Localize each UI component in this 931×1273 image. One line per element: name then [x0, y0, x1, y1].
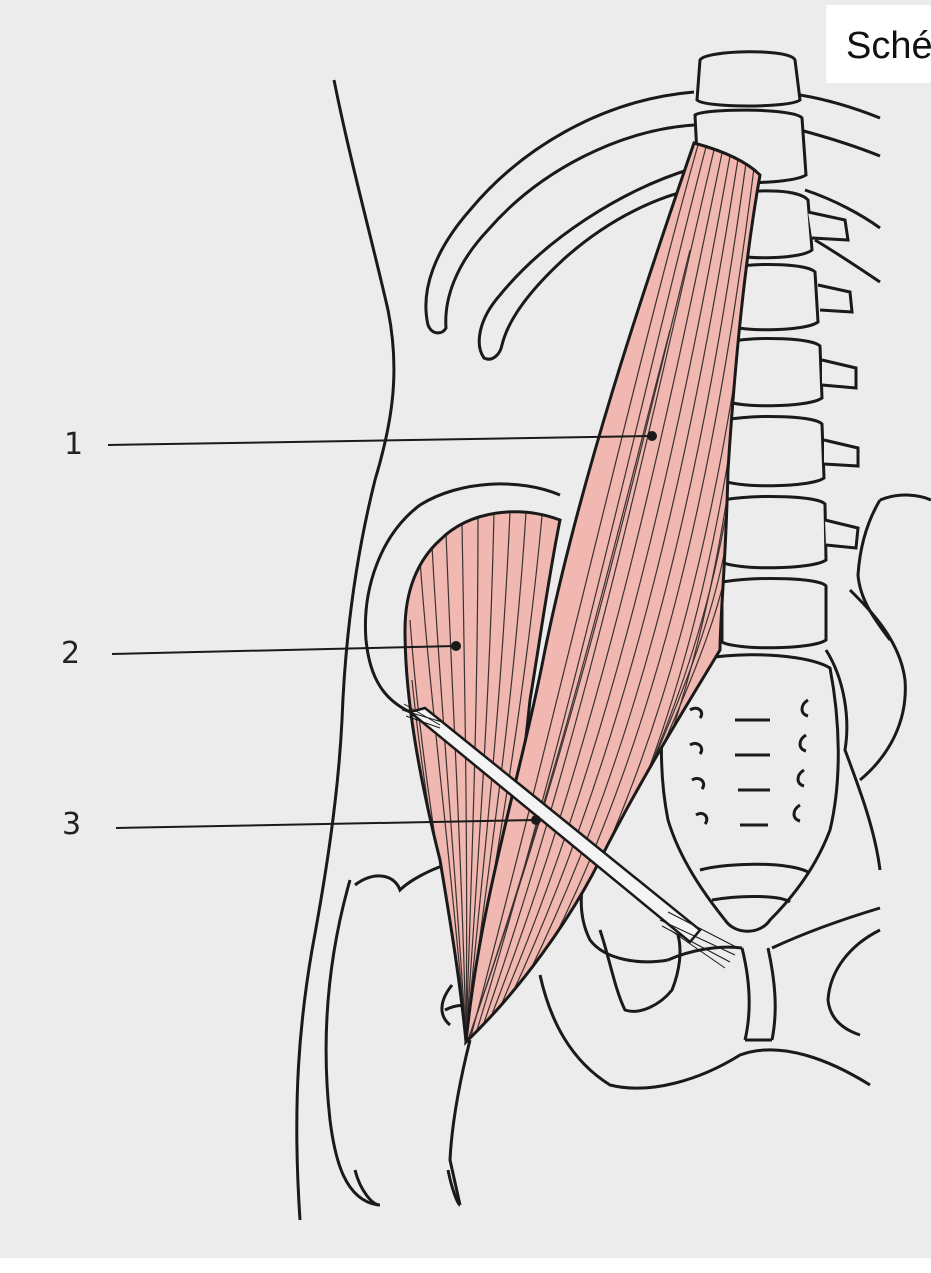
scan-border: [0, 1258, 931, 1273]
leader-dot-1: [648, 432, 656, 440]
caption-box: Sché: [826, 5, 931, 83]
leader-dot-2: [452, 642, 460, 650]
callout-label-3: 3: [62, 810, 81, 840]
leader-dot-3: [532, 816, 540, 824]
callout-label-2: 2: [61, 639, 80, 669]
caption-text: Sché: [846, 25, 931, 68]
callout-label-1: 1: [64, 430, 83, 460]
